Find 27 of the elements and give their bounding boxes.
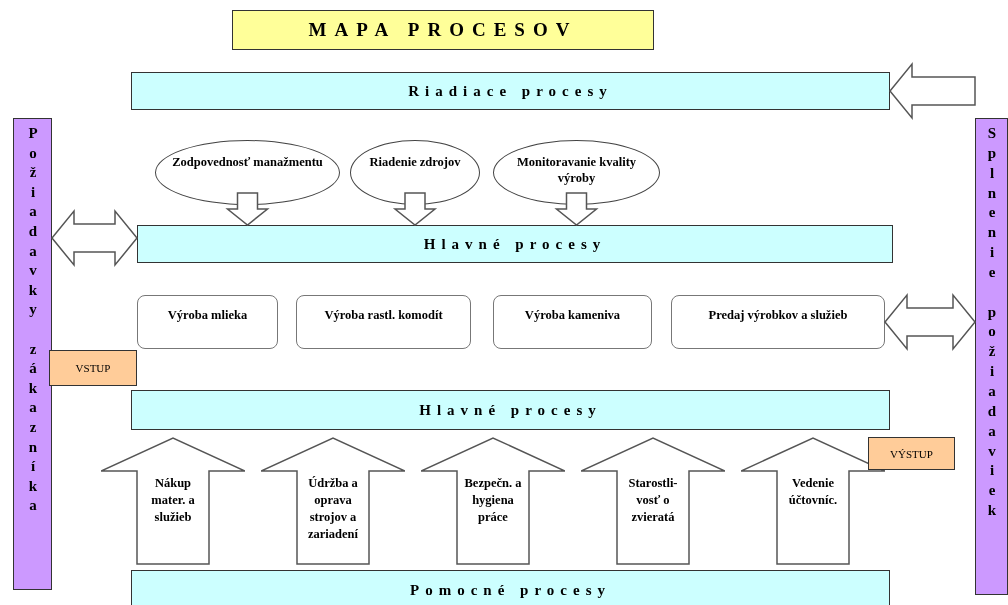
process-box: Výroba kameniva [493, 295, 652, 349]
process-label: Vedenie účtovníc. [787, 475, 839, 509]
process-band: Hlavné procesy [131, 390, 890, 430]
process-ellipse: Riadenie zdrojov [350, 140, 480, 205]
process-label: Údržba a oprava strojov a zariadení [307, 475, 359, 543]
block-arrow [51, 208, 138, 268]
process-ellipse: Zodpovednosť manažmentu [155, 140, 340, 205]
process-box: Predaj výrobkov a služieb [671, 295, 885, 349]
process-box: Výroba rastl. komodít [296, 295, 471, 349]
block-arrow [554, 192, 599, 226]
process-band: Pomocné procesy [131, 570, 890, 605]
title-banner: MAPA PROCESOV [232, 10, 654, 50]
process-ellipse: Monitoravanie kvality výroby [493, 140, 660, 205]
process-label: Bezpečn. a hygiena práce [463, 475, 523, 526]
block-arrow [884, 292, 976, 352]
tag-label: VÝSTUP [868, 437, 955, 470]
vertical-banner: Splnenie požiadaviek [975, 118, 1008, 595]
process-label: Starostli- vosť o zvieratá [627, 475, 679, 526]
block-arrow [392, 192, 438, 226]
process-label: Nákup mater. a služieb [150, 475, 196, 526]
process-box: Výroba mlieka [137, 295, 278, 349]
process-band: Hlavné procesy [137, 225, 893, 263]
block-arrow [225, 192, 270, 226]
process-band: Riadiace procesy [131, 72, 890, 110]
tag-label: VSTUP [49, 350, 137, 386]
block-arrow [889, 61, 976, 121]
vertical-banner: Požiadavky zákazníka [13, 118, 52, 590]
